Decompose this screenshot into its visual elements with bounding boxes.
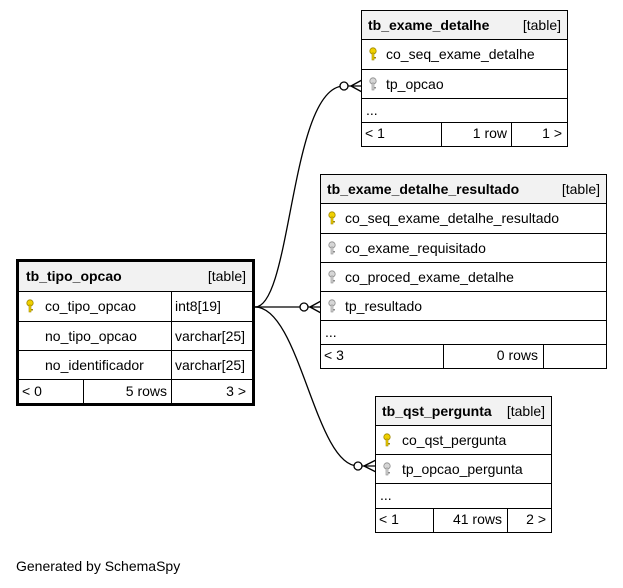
row-count: 0 rows [496, 347, 538, 363]
table-footer: < 0 5 rows 3 > [19, 380, 252, 403]
ellipsis: ... [325, 324, 337, 340]
primary-key-icon [26, 299, 34, 313]
column-row[interactable]: tp_resultado [321, 292, 606, 321]
table-header[interactable]: tb_tipo_opcao [table] [19, 262, 252, 292]
parents-count[interactable]: < 1 [379, 511, 399, 527]
table-footer: < 1 1 row 1 > [362, 123, 567, 146]
table-header[interactable]: tb_exame_detalhe [table] [362, 11, 567, 40]
column-row[interactable]: tp_opcao_pergunta [376, 455, 551, 484]
column-name: no_tipo_opcao [45, 328, 137, 344]
column-name: tp_resultado [345, 298, 423, 314]
foreign-key-icon [328, 299, 336, 313]
table-tb-exame-detalhe[interactable]: tb_exame_detalhe [table] co_seq_exame_de… [361, 10, 568, 147]
edge-optional-circle [339, 81, 349, 91]
column-row[interactable]: co_proced_exame_detalhe [321, 263, 606, 292]
children-count[interactable]: 3 > [226, 383, 246, 399]
more-columns-row: ... [376, 484, 551, 509]
column-name: no_identificador [45, 357, 144, 373]
children-count[interactable]: 1 > [542, 125, 562, 141]
edge-crowfoot [350, 79, 363, 93]
column-name: tp_opcao_pergunta [402, 461, 523, 477]
table-name: tb_exame_detalhe [368, 17, 490, 33]
edge-crowfoot [363, 459, 377, 473]
table-footer: < 3 0 rows [321, 345, 606, 368]
column-row[interactable]: no_identificador varchar[25] [19, 351, 252, 380]
foreign-key-icon [328, 241, 336, 255]
more-columns-row: ... [362, 99, 567, 123]
row-count: 41 rows [452, 511, 502, 527]
table-tb-tipo-opcao[interactable]: tb_tipo_opcao [table] co_tipo_opcao int8… [16, 259, 255, 406]
edge-to-tb-qst-pergunta [254, 306, 376, 467]
row-count: 5 rows [125, 383, 167, 399]
parents-count[interactable]: < 1 [365, 125, 385, 141]
edge-crowfoot [309, 300, 322, 314]
table-name: tb_qst_pergunta [382, 403, 492, 419]
row-count: 1 row [472, 125, 507, 141]
generated-by-credit[interactable]: Generated by SchemaSpy [16, 558, 181, 574]
table-footer: < 1 41 rows 2 > [376, 509, 551, 532]
more-columns-row: ... [321, 321, 606, 345]
column-row[interactable]: co_tipo_opcao int8[19] [19, 292, 252, 322]
primary-key-icon [383, 433, 391, 447]
table-name: tb_tipo_opcao [26, 268, 122, 284]
parents-count[interactable]: < 0 [22, 383, 42, 399]
foreign-key-icon [383, 462, 391, 476]
foreign-key-icon [328, 270, 336, 284]
primary-key-icon [328, 211, 336, 225]
column-name: co_seq_exame_detalhe [386, 46, 535, 62]
column-name: co_qst_pergunta [402, 432, 507, 448]
children-count[interactable]: 2 > [526, 511, 546, 527]
table-tb-qst-pergunta[interactable]: tb_qst_pergunta [table] co_qst_pergunta … [375, 396, 552, 533]
table-header[interactable]: tb_exame_detalhe_resultado [table] [321, 175, 606, 204]
table-kind: [table] [207, 268, 246, 284]
column-name: co_proced_exame_detalhe [345, 269, 514, 285]
column-row[interactable]: co_seq_exame_detalhe_resultado [321, 204, 606, 234]
column-row[interactable]: no_tipo_opcao varchar[25] [19, 322, 252, 351]
table-kind: [table] [561, 181, 600, 197]
edge-optional-circle [353, 461, 363, 471]
column-row[interactable]: co_seq_exame_detalhe [362, 40, 567, 70]
column-name: co_exame_requisitado [345, 240, 486, 256]
table-tb-exame-detalhe-resultado[interactable]: tb_exame_detalhe_resultado [table] co_se… [320, 174, 607, 369]
column-type: int8[19] [175, 298, 221, 314]
column-type: varchar[25] [175, 328, 246, 344]
column-name: co_tipo_opcao [45, 298, 137, 314]
table-name: tb_exame_detalhe_resultado [327, 181, 520, 197]
table-header[interactable]: tb_qst_pergunta [table] [376, 397, 551, 426]
column-type: varchar[25] [175, 357, 246, 373]
foreign-key-icon [369, 77, 377, 91]
column-name: tp_opcao [386, 76, 444, 92]
ellipsis: ... [366, 102, 378, 118]
column-row[interactable]: co_qst_pergunta [376, 426, 551, 455]
table-kind: [table] [522, 17, 561, 33]
column-row[interactable]: co_exame_requisitado [321, 234, 606, 263]
edge-optional-circle [299, 302, 309, 312]
ellipsis: ... [380, 487, 392, 503]
edge-to-tb-exame-detalhe [254, 85, 362, 308]
parents-count[interactable]: < 3 [324, 347, 344, 363]
column-name: co_seq_exame_detalhe_resultado [345, 210, 560, 226]
column-row[interactable]: tp_opcao [362, 70, 567, 99]
table-kind: [table] [506, 403, 545, 419]
primary-key-icon [369, 47, 377, 61]
